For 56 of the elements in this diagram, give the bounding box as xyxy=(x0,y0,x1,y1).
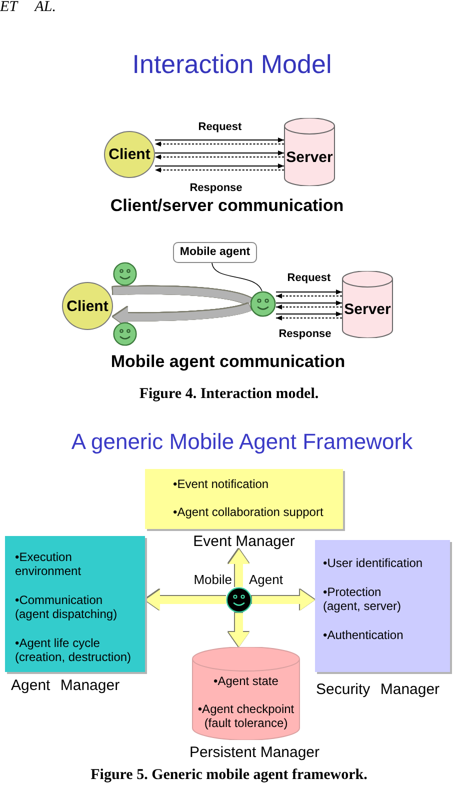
arrow xyxy=(276,316,342,320)
arrow xyxy=(276,304,342,310)
ellipse-node xyxy=(62,282,113,330)
smiley-icon xyxy=(226,587,252,613)
node-caption: Mobile xyxy=(194,572,232,587)
edge-label: Response xyxy=(276,328,334,341)
block-arrow xyxy=(228,549,250,587)
arrow xyxy=(154,168,284,172)
arrow xyxy=(154,164,284,168)
ellipse-node xyxy=(104,131,155,178)
bullet-item: •Agent collaboration support xyxy=(173,505,324,519)
arrow xyxy=(154,138,284,142)
figure-title: Interaction Model xyxy=(132,50,332,80)
smiley-icon xyxy=(113,262,137,286)
bullet-item: •User identification xyxy=(323,556,423,570)
running-header: ET AL. xyxy=(0,0,56,16)
node-label: Client xyxy=(66,298,108,314)
subfigure-caption: Mobile agent communication xyxy=(110,352,346,372)
arrow xyxy=(276,312,342,316)
callout-text: Mobile agent xyxy=(180,246,250,259)
block-arrow xyxy=(228,613,250,647)
arrow xyxy=(276,290,342,294)
block-arrow xyxy=(252,590,315,610)
arrow xyxy=(276,294,342,298)
figure-caption: Figure 4. Interaction model. xyxy=(139,386,319,404)
bullet-item: •Agent checkpoint (fault tolerance) xyxy=(196,702,296,730)
subfigure-caption: Client/server communication xyxy=(110,196,344,216)
panel-title: Persistent Manager xyxy=(189,744,320,761)
arrow xyxy=(154,150,284,156)
arrow xyxy=(154,154,284,160)
smiley-icon xyxy=(113,322,137,346)
block-arrow xyxy=(145,590,226,610)
panel-title: Security Manager xyxy=(316,681,440,698)
edge-label: Request xyxy=(196,121,244,134)
node-label: Server xyxy=(344,301,391,318)
arrow xyxy=(154,142,284,146)
callout-bubble xyxy=(173,242,257,263)
bullet-item: •Communication (agent dispatching) xyxy=(15,593,118,621)
bullet-item: •Protection (agent, server) xyxy=(323,585,402,613)
bullet-item: •Agent life cycle (creation, destruction) xyxy=(15,636,132,664)
node-caption: Agent xyxy=(249,572,283,587)
bullet-item: •Execution environment xyxy=(15,550,82,578)
edge-label: Request xyxy=(285,272,333,285)
bullet-item: •Event notification xyxy=(173,477,269,491)
panel-title: Event Manager xyxy=(193,533,295,550)
bullet-item: •Agent state xyxy=(214,674,278,688)
node-label: Client xyxy=(108,146,150,163)
figure-title: A generic Mobile Agent Framework xyxy=(71,429,413,454)
leader-line xyxy=(212,262,262,292)
node-label: Server xyxy=(286,148,333,166)
edge-label: Response xyxy=(188,182,244,195)
smiley-icon xyxy=(250,291,276,317)
figure-caption: Figure 5. Generic mobile agent framework. xyxy=(90,767,368,784)
bullet-item: •Authentication xyxy=(323,628,404,642)
arrow xyxy=(276,300,342,306)
panel-title: Agent Manager xyxy=(11,677,120,694)
